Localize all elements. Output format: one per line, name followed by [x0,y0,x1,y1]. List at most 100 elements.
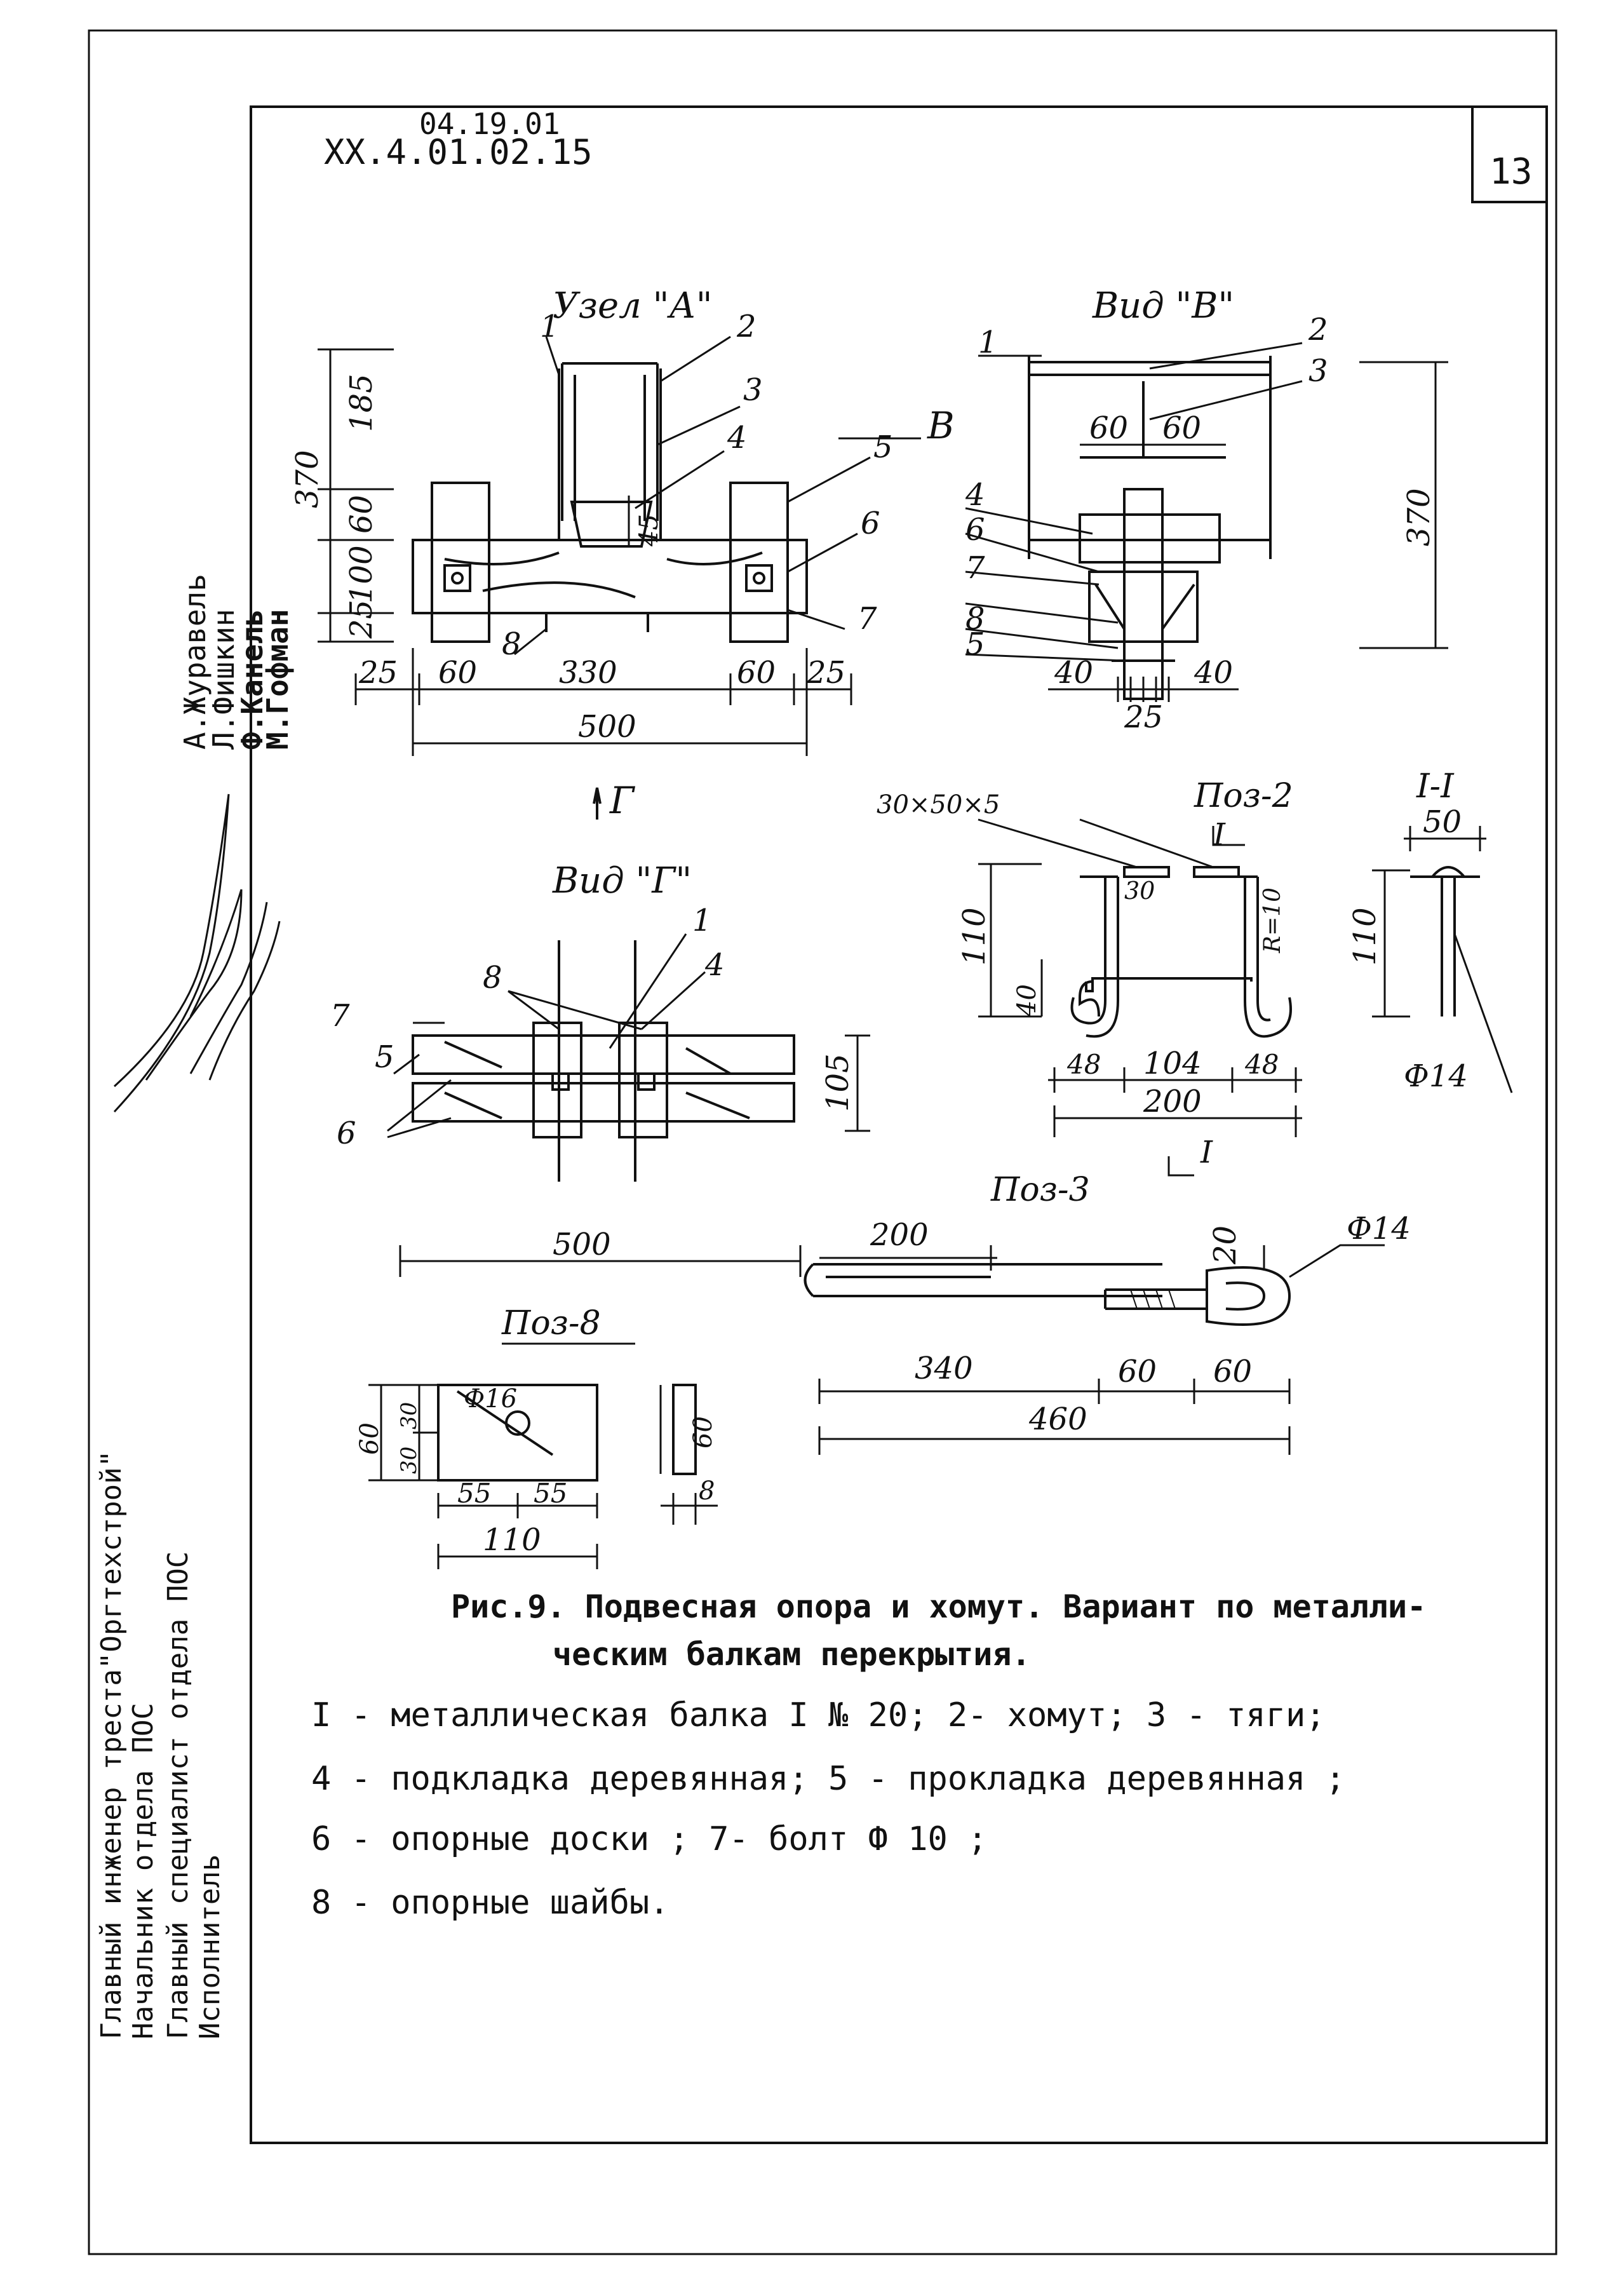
dim: 25 [806,655,845,691]
view-title-node-a: Узел "А" [553,285,713,327]
callout: 6 [337,1116,356,1151]
dim: 60 [1118,1354,1157,1389]
dim: 370 [290,450,325,508]
doc-code-top: 04.19.01 [419,107,560,141]
page-number: 13 [1490,151,1533,192]
callout: 8 [483,960,502,996]
section-mark: I [1213,817,1226,853]
stamp-role: Исполнитель [194,1854,226,2039]
page-number-box [1471,107,1547,203]
dim: 60 [1213,1354,1252,1389]
signatures [113,793,281,1113]
dim: 55 [534,1478,567,1509]
doc-code: XX.4.01.02.15 [324,132,593,172]
section-drawing [1372,826,1513,1093]
dim: 460 [1028,1401,1087,1437]
dim: 20 [1207,1226,1243,1265]
dim: 30 [396,1447,422,1474]
dim: 8 [699,1476,715,1506]
legend-item: 6 - опорные доски ; 7- болт Ф 10 ; [311,1820,988,1858]
view-title-pos3: Поз-3 [990,1171,1090,1209]
stamp-role: Начальник отдела ПОС [127,1703,159,2039]
callout: 4 [965,477,985,513]
callout: 2 [1308,312,1328,348]
callout: 7 [965,550,985,586]
dim: 48 [1244,1049,1279,1080]
dim: 200 [870,1217,929,1253]
dim: 500 [578,709,636,745]
callout: 2 [736,309,757,344]
dim: 185 [344,374,379,432]
legend-item: 8 - опорные шайбы. [311,1884,669,1922]
callout: 6 [965,512,985,548]
callout: 6 [861,506,880,541]
view-title-view-v: Вид "В" [1092,285,1234,327]
dim: 30×50×5 [877,790,1000,820]
dim: 50 [1423,804,1462,840]
view-title-pos8: Поз-8 [501,1304,601,1342]
dim: 45 [635,514,664,547]
figure-caption-line2: ческим балкам перекрытия. [553,1636,1031,1673]
dim: 110 [957,907,992,966]
dim: 60 [1089,410,1128,446]
dim: 110 [483,1522,541,1558]
pos8-drawing [368,1342,718,1569]
callout: 1 [692,903,712,938]
view-v-drawing [965,342,1448,702]
dim: 48 [1066,1049,1101,1080]
dim: 110 [1347,907,1383,966]
callout: 4 [704,947,725,983]
callout: 4 [727,420,747,456]
view-title-pos2: Поз-2 [1194,777,1293,815]
dim: Ф16 [464,1384,517,1414]
arrow-label-v: В [927,404,955,447]
dim: R=10 [1260,888,1286,954]
dim: 500 [553,1227,611,1262]
outer-frame [88,29,1557,2255]
dim: 30 [1124,877,1155,905]
dim: 60 [438,655,477,691]
callout: 8 [502,626,521,662]
callout: 8 [965,601,985,637]
callout: 5 [375,1039,394,1075]
stamp-role: Главный инженер треста"Оргтехстрой" [95,1450,128,2039]
legend-item: 4 - подкладка деревянная; 5 - прокладка … [311,1760,1345,1798]
dim: 60 [344,495,379,534]
dim: Ф14 [1404,1058,1468,1094]
dim: 100 [344,545,379,604]
view-title-section: I-I [1416,767,1455,806]
callout: 7 [330,998,350,1034]
view-title-view-g: Вид "Г" [552,860,692,902]
arrow-label-g: Г [609,779,636,822]
callout: 5 [965,626,985,662]
dim: 370 [1401,488,1437,546]
dim: 60 [1162,410,1201,446]
callout: 3 [743,372,763,408]
stamp-role: Главный специалист отдела ПОС [162,1551,194,2039]
dim: 55 [457,1478,491,1509]
callout: 5 [873,429,893,465]
callout: 1 [540,309,560,344]
stamp-name: М.Гофман [260,609,295,750]
section-mark: I [1200,1135,1213,1170]
dim: 30 [396,1402,422,1429]
legend-item: I - металлическая балка I № 20; 2- хомут… [311,1696,1326,1734]
figure-caption-line1: Рис.9. Подвесная опора и хомут. Вариант … [451,1588,1427,1625]
dim: 60 [689,1416,718,1449]
dim: 340 [915,1351,973,1386]
pos2-drawing [978,818,1302,1177]
dim: 40 [1194,655,1233,691]
dim: 60 [355,1422,384,1455]
inner-frame [250,105,1548,2144]
pos3-drawing [804,1244,1385,1455]
dim: 40 [1012,984,1042,1017]
dim: 330 [559,655,617,691]
dim: 25 [358,655,398,691]
callout: 1 [978,325,998,360]
dim: 200 [1143,1084,1202,1119]
callout: 7 [858,601,877,637]
dim: 40 [1054,655,1093,691]
node-a-drawing [318,335,921,756]
dim: 104 [1143,1046,1202,1081]
